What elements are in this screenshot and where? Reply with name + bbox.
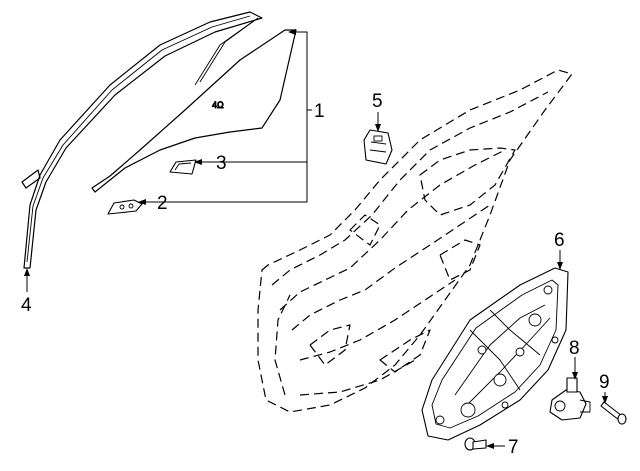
callout-7: 7 bbox=[508, 437, 519, 458]
motor-screw bbox=[600, 401, 627, 425]
callout-6: 6 bbox=[554, 230, 565, 251]
arrow-heads bbox=[24, 29, 608, 449]
glass-marking: 4Ω bbox=[212, 100, 224, 110]
mirror-switch bbox=[363, 129, 393, 165]
mounting-bolt bbox=[464, 437, 487, 451]
glass-bracket bbox=[107, 199, 143, 215]
glass-clip bbox=[169, 159, 197, 175]
callout-9: 9 bbox=[599, 372, 610, 393]
callout-8: 8 bbox=[569, 338, 580, 359]
leader-lines bbox=[26, 31, 606, 447]
callout-2: 2 bbox=[157, 193, 168, 214]
callout-3: 3 bbox=[216, 153, 227, 174]
callout-4: 4 bbox=[21, 295, 32, 316]
callout-5: 5 bbox=[372, 91, 383, 112]
callout-1: 1 bbox=[314, 101, 325, 122]
window-regulator-panel bbox=[421, 267, 569, 441]
door-shell-outline bbox=[257, 69, 573, 413]
callout-labels: 1 2 3 4 5 6 7 8 9 bbox=[21, 91, 610, 458]
glass-run-channel bbox=[21, 11, 263, 269]
window-motor bbox=[549, 377, 591, 421]
